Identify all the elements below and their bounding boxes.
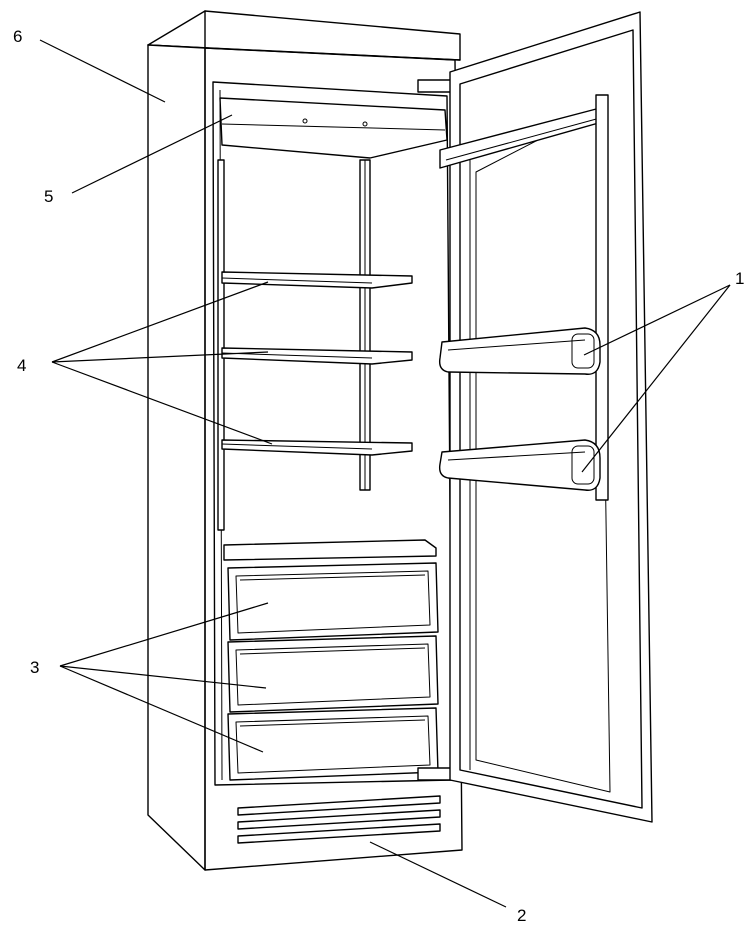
callout-4: 4 [17, 356, 27, 375]
ventilation-grille [237, 795, 441, 844]
callout-6: 6 [13, 27, 23, 46]
shelf-rails [217, 159, 371, 531]
leader-4b [51, 351, 269, 363]
leader-4a [51, 281, 269, 363]
callout-3: 3 [30, 658, 40, 677]
door-balconies [438, 327, 601, 491]
control-panel [219, 97, 448, 159]
leader-6 [39, 39, 166, 103]
drawer-cover-shelf [223, 539, 437, 561]
leader-lines [39, 39, 731, 908]
callout-1: 1 [735, 269, 745, 288]
leader-5 [71, 114, 233, 194]
leader-1b [581, 284, 731, 473]
leader-3b [59, 665, 267, 689]
door [439, 11, 653, 823]
leader-1a [583, 284, 731, 356]
leader-3a [59, 602, 269, 667]
glass-shelves [221, 271, 413, 456]
callout-5: 5 [44, 187, 54, 206]
callout-2: 2 [517, 906, 527, 925]
leader-2 [369, 841, 507, 908]
leader-4c [51, 361, 273, 445]
leader-3c [59, 665, 264, 753]
crisper-drawers [227, 562, 439, 781]
